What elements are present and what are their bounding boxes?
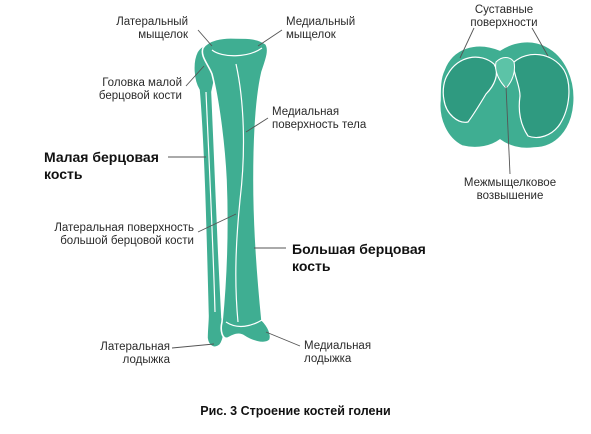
label-tibia: Большая берцовая кость [292,241,426,274]
label-lateral-malleolus: Латеральная лодыжка [100,341,170,366]
tibia-ridge [235,63,245,323]
fibula-ridge [205,91,216,313]
leader-lateral-surface [197,213,237,233]
articular-surface-medial [513,53,570,139]
leader-medial-malleolus [265,331,301,347]
intercondylar-eminence-shape [495,57,515,89]
leader-articular-left [459,27,475,59]
tibia-condyle-line [211,47,263,57]
label-fibula-head: Головка малой берцовой кости [98,77,182,102]
leader-eminence [505,85,511,175]
label-medial-condyle: Медиальный мыщелок [286,16,356,41]
articular-surface-lateral [442,56,498,123]
leader-fibula-head [185,65,205,87]
label-intercondylar-eminence: Межмыщелковое возвышение [463,177,557,202]
label-lateral-condyle: Латеральный мыщелок [116,16,188,41]
tibia-shape [201,37,272,344]
label-lateral-surface: Латеральная поверхность большой берцовой… [54,222,194,247]
figure-caption: Рис. 3 Строение костей голени [200,404,391,418]
leader-medial-condyle [257,29,283,47]
label-articular-surfaces: Суставные поверхности [470,4,538,29]
label-fibula: Малая берцовая кость [44,149,159,182]
label-medial-malleolus: Медиальная лодыжка [304,340,372,365]
label-medial-surface: Медиальная поверхность тела [272,106,367,131]
leader-lateral-malleolus [171,343,215,349]
leader-lines [168,27,549,349]
tibia-malleolus-line [225,319,263,328]
leader-articular-right [531,27,549,57]
leader-medial-surface [245,117,269,133]
leader-lateral-condyle [197,29,213,47]
